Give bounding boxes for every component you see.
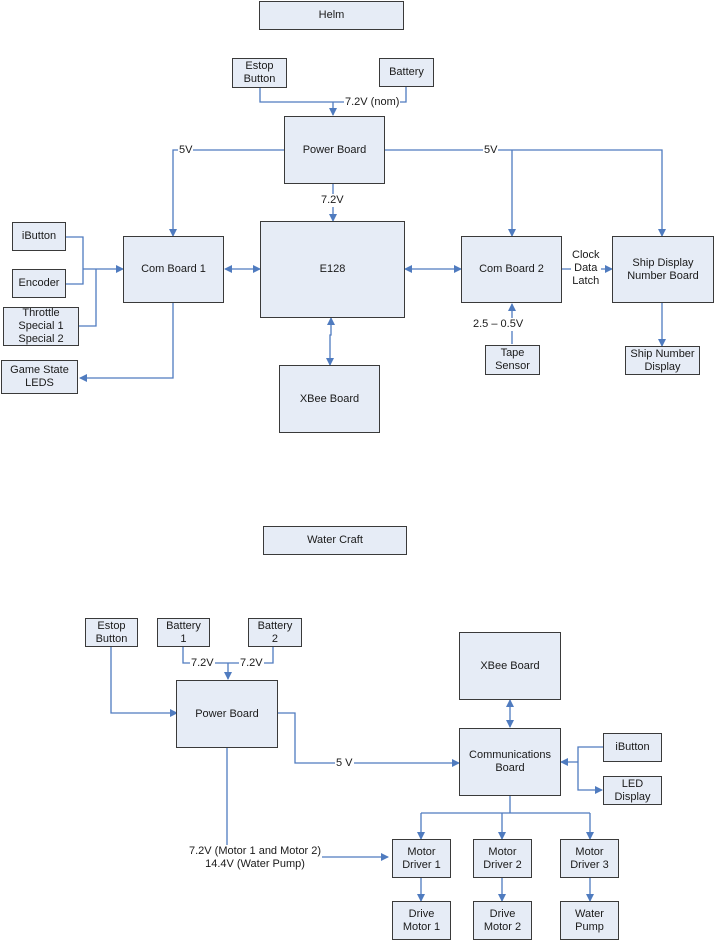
helm-title: Helm	[259, 1, 404, 30]
watercraft-power-board: Power Board	[176, 680, 278, 748]
helm-throttle-special: Throttle Special 1 Special 2	[3, 307, 79, 346]
helm-tape-range-label: 2.5 – 0.5V	[472, 318, 525, 331]
helm-e128: E128	[260, 221, 405, 318]
helm-tape-sensor: Tape Sensor	[485, 345, 540, 375]
helm-ibutton: iButton	[12, 222, 66, 251]
wire-estop-power	[259, 87, 333, 103]
watercraft-motor-voltage-label: 7.2V (Motor 1 and Motor 2) 14.4V (Water …	[188, 845, 323, 871]
watercraft-communications-board: Communications Board	[459, 728, 561, 796]
watercraft-water-pump: Water Pump	[560, 901, 619, 940]
helm-estop-button: Estop Button	[232, 58, 287, 88]
wire-5v-left	[169, 149, 284, 237]
helm-ship-display-board: Ship Display Number Board	[612, 236, 714, 303]
watercraft-motor-driver-3: Motor Driver 3	[560, 839, 619, 878]
wire-ibutton	[66, 236, 84, 269]
watercraft-xbee-board: XBee Board	[459, 632, 561, 700]
watercraft-motor-driver-1: Motor Driver 1	[392, 839, 451, 878]
helm-serial-signals-label: Clock Data Latch	[571, 249, 601, 288]
helm-battery-voltage-label: 7.2V (nom)	[344, 96, 401, 109]
wire-wc-estop-power	[110, 646, 178, 717]
watercraft-motor-driver-2: Motor Driver 2	[473, 839, 532, 878]
watercraft-battery-1: Battery 1	[157, 618, 210, 647]
helm-5v-right-label: 5V	[483, 144, 499, 157]
watercraft-led-display: LED Display	[603, 776, 662, 805]
watercraft-battery-2-voltage-label: 7.2V	[239, 657, 264, 670]
wire-wc-5v	[278, 712, 460, 767]
watercraft-drive-motor-2: Drive Motor 2	[473, 901, 532, 940]
watercraft-title: Water Craft	[263, 526, 407, 555]
watercraft-drive-motor-1: Drive Motor 1	[392, 901, 451, 940]
helm-battery: Battery	[379, 58, 434, 87]
wire-throttle	[79, 269, 97, 327]
helm-encoder: Encoder	[12, 269, 66, 298]
watercraft-battery-2: Battery 2	[248, 618, 302, 647]
wire-e128-xbee	[326, 317, 335, 366]
helm-power-board: Power Board	[284, 116, 385, 184]
wire-com1-leds	[79, 303, 174, 382]
wire-wc-led	[577, 762, 603, 794]
watercraft-battery-1-voltage-label: 7.2V	[190, 657, 215, 670]
helm-game-state-leds: Game State LEDS	[1, 360, 78, 394]
wire-5v-right	[385, 149, 666, 237]
helm-xbee-board: XBee Board	[279, 365, 380, 433]
watercraft-estop-button: Estop Button	[85, 618, 138, 647]
wire-wc-ibutton	[577, 746, 603, 762]
watercraft-ibutton: iButton	[603, 733, 662, 762]
helm-ship-number-display: Ship Number Display	[625, 346, 700, 375]
helm-com-board-1: Com Board 1	[123, 236, 224, 303]
watercraft-comm-voltage-label: 5 V	[335, 757, 354, 770]
helm-com-board-2: Com Board 2	[461, 236, 562, 303]
helm-5v-left-label: 5V	[178, 144, 194, 157]
helm-e128-voltage-label: 7.2V	[320, 194, 345, 207]
wire-encoder	[66, 269, 84, 285]
